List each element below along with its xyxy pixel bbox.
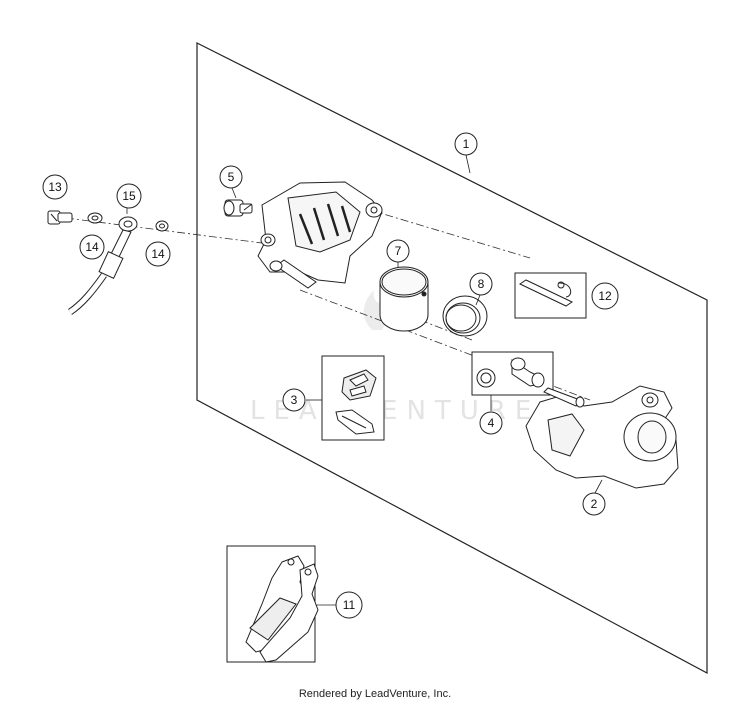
callout-11: 11	[335, 591, 363, 619]
pad-spring-box	[321, 355, 385, 441]
callout-2: 2	[582, 492, 606, 516]
footer-credit: Rendered by LeadVenture, Inc.	[298, 688, 452, 700]
svg-text:2: 2	[591, 497, 598, 511]
svg-text:11: 11	[343, 598, 356, 612]
svg-text:8: 8	[478, 277, 485, 291]
callout-3: 3	[282, 388, 306, 412]
callout-14-left: 14	[79, 234, 105, 260]
guide-pin-kit-box	[471, 351, 554, 396]
banjo-bolt-part	[47, 210, 73, 225]
svg-text:4: 4	[488, 416, 495, 430]
callout-13: 13	[42, 174, 68, 200]
svg-text:14: 14	[85, 240, 99, 254]
svg-text:14: 14	[151, 247, 165, 261]
callout-14-right: 14	[145, 241, 171, 267]
svg-text:15: 15	[122, 189, 136, 203]
assembly-outline	[196, 42, 708, 675]
callout-15: 15	[116, 183, 142, 209]
svg-text:1: 1	[463, 137, 470, 151]
caliper-housing-part	[257, 181, 383, 289]
bleeder-screw-part	[223, 199, 253, 217]
piston-part	[379, 266, 429, 332]
brake-hose-part	[67, 216, 138, 315]
svg-text:7: 7	[395, 244, 402, 258]
callout-8: 8	[469, 272, 493, 296]
callout-1: 1	[454, 132, 478, 156]
callout-7: 7	[386, 239, 410, 263]
brake-pad-box	[226, 545, 319, 663]
svg-text:12: 12	[598, 289, 612, 303]
sealing-washer-part	[87, 212, 169, 232]
callout-12: 12	[591, 282, 619, 310]
svg-text:5: 5	[228, 170, 235, 184]
svg-text:13: 13	[48, 180, 62, 194]
caliper-bracket-part	[525, 385, 679, 489]
piston-seal-part	[442, 295, 488, 337]
pad-pin-kit-box	[514, 272, 587, 319]
callout-4: 4	[479, 411, 503, 435]
callout-5: 5	[219, 165, 243, 189]
svg-text:3: 3	[291, 393, 298, 407]
